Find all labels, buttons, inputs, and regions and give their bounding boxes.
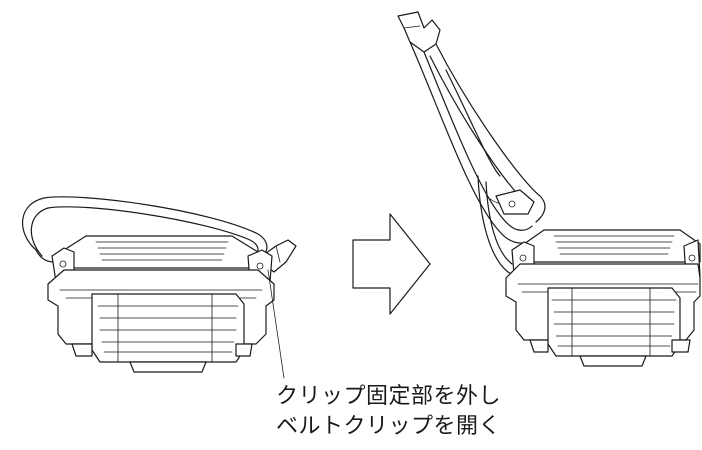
- instruction-caption: クリップ固定部を外し ベルトクリップを開く: [276, 382, 636, 442]
- device-clip-open: [397, 11, 701, 367]
- device-clip-closed: [22, 196, 297, 373]
- leader-line: [267, 269, 285, 379]
- belt-clip-closed: [22, 196, 297, 273]
- caption-line-1: クリップ固定部を外し: [276, 384, 502, 409]
- arrow-right-icon: [352, 213, 431, 315]
- belt-clip-open: [397, 11, 546, 275]
- caption-line-2: ベルトクリップを開く: [276, 414, 502, 439]
